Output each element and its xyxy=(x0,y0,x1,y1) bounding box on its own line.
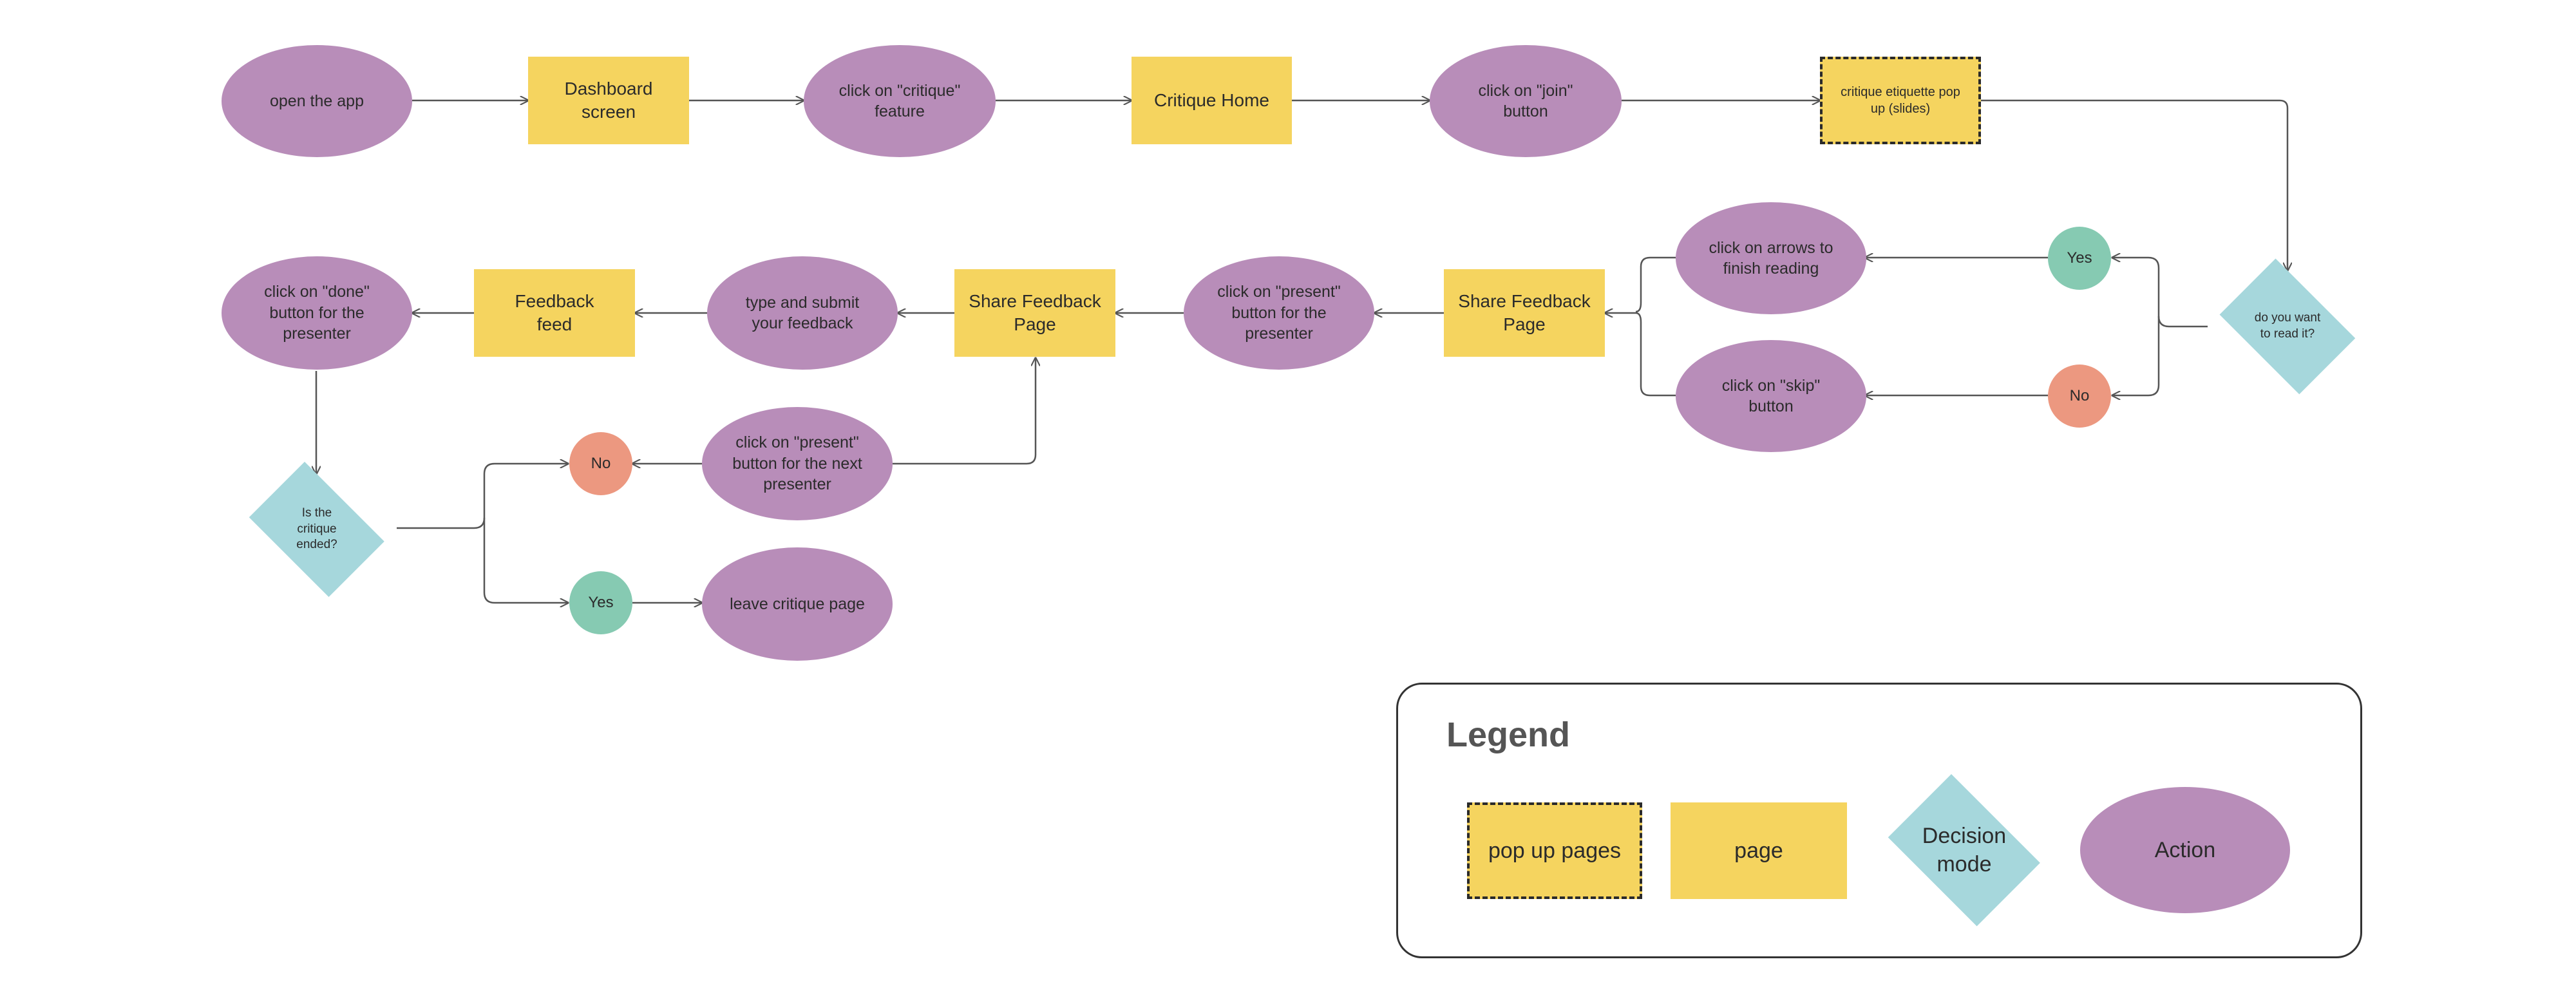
node-yes-read: Yes xyxy=(2048,227,2111,290)
legend-page: page xyxy=(1671,802,1847,899)
node-share-feedback-page-2: Share Feedback Page xyxy=(954,269,1115,357)
decision-critique-ended-label: Is the critique ended? xyxy=(296,506,337,552)
legend-action: Action xyxy=(2080,787,2290,913)
node-click-done: click on "done" button for the presenter xyxy=(222,256,412,370)
edge-arrows-merge xyxy=(1635,256,1676,313)
node-share-feedback-page-1: Share Feedback Page xyxy=(1444,269,1605,357)
edge-decision-branch-yes xyxy=(2112,258,2208,328)
edge-skip-merge xyxy=(1605,313,1676,397)
edge-present-next-to-share2 xyxy=(893,358,1036,465)
node-leave-critique-page: leave critique page xyxy=(702,547,893,661)
node-no-ended: No xyxy=(569,432,632,495)
node-critique-home: Critique Home xyxy=(1132,57,1292,144)
node-click-join: click on "join" button xyxy=(1430,45,1622,157)
edge-ended-branch xyxy=(397,464,568,529)
node-open-the-app: open the app xyxy=(222,45,412,157)
legend-title: Legend xyxy=(1446,715,1571,754)
node-feedback-feed: Feedback feed xyxy=(474,269,635,357)
edge-ended-branch-yes xyxy=(483,518,568,603)
node-present-next-presenter: click on "present" button for the next p… xyxy=(702,407,893,520)
legend-decision-mode-label: Decision mode xyxy=(1922,823,2007,876)
node-dashboard-screen: Dashboard screen xyxy=(528,57,689,144)
legend-decision-mode: Decision mode xyxy=(1875,787,2053,913)
node-no-read: No xyxy=(2048,365,2111,428)
decision-want-to-read-label: do you want to read it? xyxy=(2254,311,2321,341)
legend-popup-pages: pop up pages xyxy=(1467,802,1642,899)
node-critique-etiquette-popup: critique etiquette pop up (slides) xyxy=(1820,57,1981,144)
node-decision-want-to-read: do you want to read it? xyxy=(2208,270,2367,383)
legend-panel xyxy=(1396,683,2362,958)
node-click-present: click on "present" button for the presen… xyxy=(1184,256,1374,370)
edge-popup-to-decision xyxy=(1981,99,2287,270)
node-yes-ended: Yes xyxy=(569,571,632,634)
node-click-skip: click on "skip" button xyxy=(1676,340,1866,452)
edge-decision-branch-no xyxy=(2112,316,2160,395)
node-click-critique: click on "critique" feature xyxy=(804,45,996,157)
node-click-arrows-finish: click on arrows to finish reading xyxy=(1676,202,1866,314)
node-type-submit-feedback: type and submit your feedback xyxy=(707,256,898,370)
node-decision-critique-ended: Is the critique ended? xyxy=(237,474,397,585)
